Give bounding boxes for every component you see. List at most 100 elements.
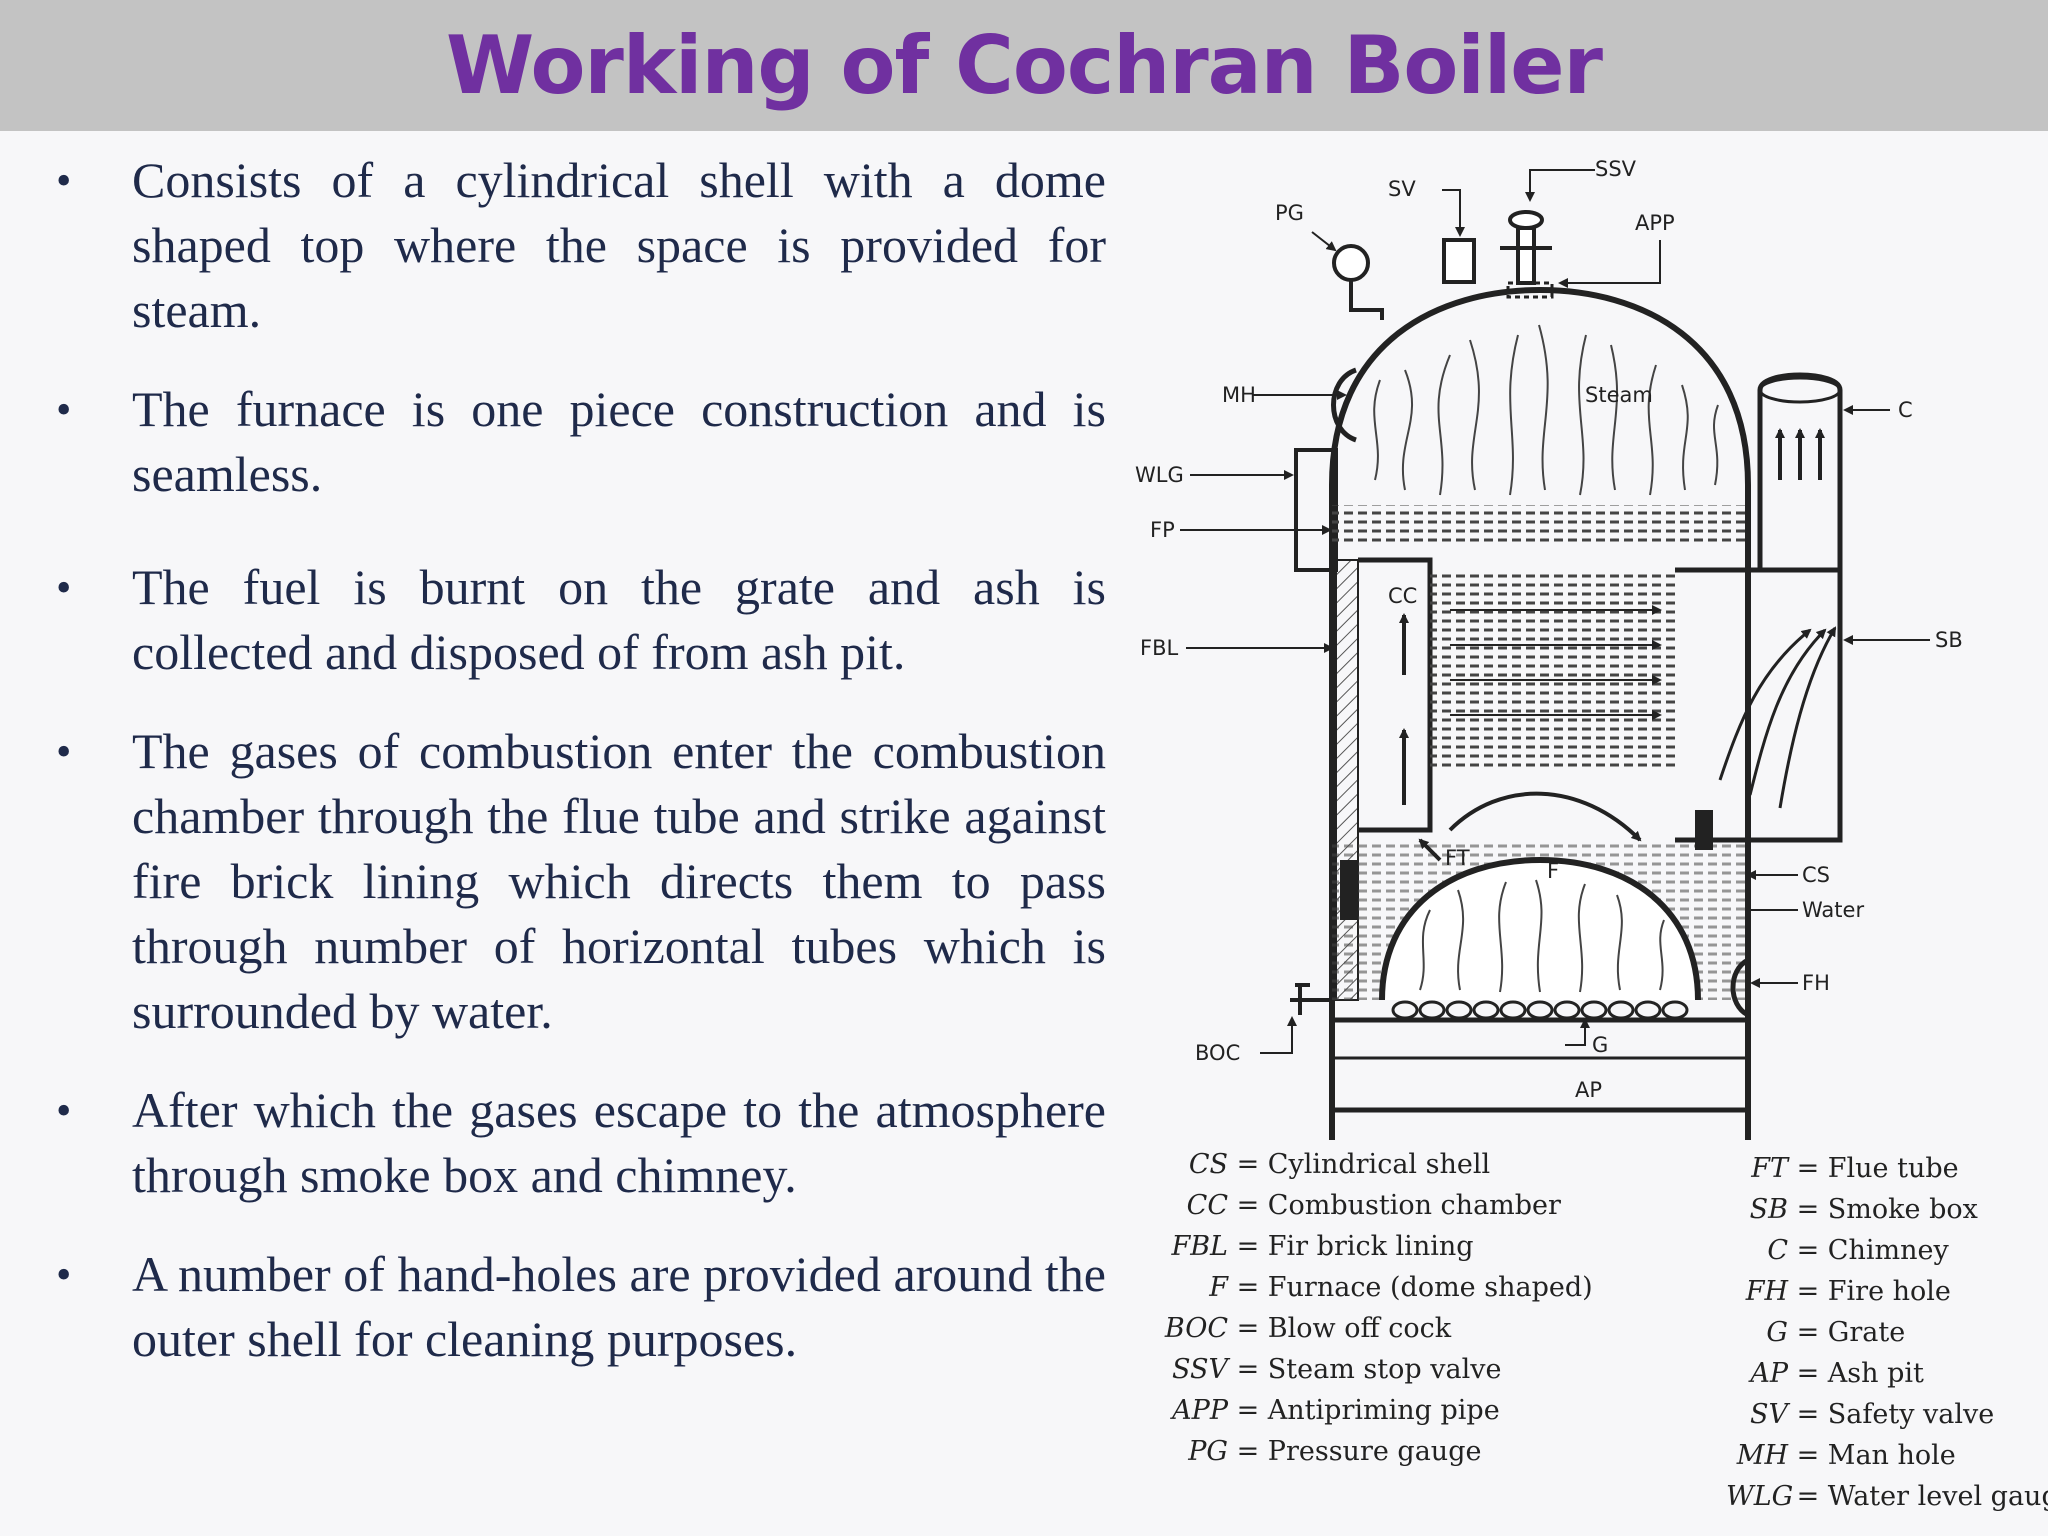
legend-text: Steam stop valve bbox=[1267, 1354, 1502, 1385]
title-bar: Working of Cochran Boiler bbox=[0, 0, 2048, 131]
label-ssv: SSV bbox=[1595, 157, 1637, 181]
legend-item: WLG = Water level gauge bbox=[1726, 1476, 2048, 1517]
legend-text: Fir brick lining bbox=[1267, 1231, 1474, 1262]
label-app: APP bbox=[1635, 211, 1675, 235]
label-cs: CS bbox=[1802, 863, 1830, 887]
steam-space bbox=[1373, 324, 1719, 496]
legend-item: SV = Safety valve bbox=[1726, 1394, 2048, 1435]
bullet-text: Consists of a cylindrical shell with a d… bbox=[132, 152, 1106, 338]
legend-item: FH = Fire hole bbox=[1726, 1271, 2048, 1312]
label-mh: MH bbox=[1222, 383, 1256, 407]
legend-abbr: CC bbox=[1186, 1190, 1228, 1221]
bullet-item: • Consists of a cylindrical shell with a … bbox=[48, 148, 1106, 343]
label-pg: PG bbox=[1275, 201, 1304, 225]
legend-text: Smoke box bbox=[1827, 1194, 1978, 1225]
bullet-item: • The fuel is burnt on the grate and ash … bbox=[48, 555, 1106, 685]
legend-text: Flue tube bbox=[1827, 1153, 1959, 1184]
legend-text: Blow off cock bbox=[1267, 1313, 1452, 1344]
bullet-item: • The furnace is one piece construction a… bbox=[48, 377, 1106, 507]
label-f: F bbox=[1547, 859, 1559, 883]
legend-item: BOC = Blow off cock bbox=[1150, 1308, 1593, 1349]
bullet-text: The fuel is burnt on the grate and ash i… bbox=[132, 559, 1106, 680]
bullet-text: The furnace is one piece construction an… bbox=[132, 381, 1106, 502]
steam-stop-valve bbox=[1508, 210, 1544, 230]
legend-text: Grate bbox=[1827, 1317, 1906, 1348]
legend-text: Cylindrical shell bbox=[1267, 1149, 1491, 1180]
label-fbl: FBL bbox=[1140, 636, 1178, 660]
bullet-item: • After which the gases escape to the atm… bbox=[48, 1078, 1106, 1208]
legend-text: Safety valve bbox=[1827, 1399, 1995, 1430]
legend-item: APP = Antipriming pipe bbox=[1150, 1390, 1593, 1431]
cochran-boiler-diagram: SSV SV PG APP MH Steam C WLG FP CC FBL S… bbox=[1120, 140, 2048, 1536]
legend-item: SSV = Steam stop valve bbox=[1150, 1349, 1593, 1390]
legend-abbr: FBL bbox=[1171, 1231, 1228, 1262]
legend-abbr: SB bbox=[1749, 1194, 1788, 1225]
label-ft: FT bbox=[1445, 846, 1470, 870]
label-water: Water bbox=[1802, 898, 1864, 922]
label-sb: SB bbox=[1935, 628, 1963, 652]
legend-abbr: SV bbox=[1750, 1399, 1788, 1430]
legend-item: MH = Man hole bbox=[1726, 1435, 2048, 1476]
legend-item: FT = Flue tube bbox=[1726, 1148, 2048, 1189]
bullet-item: • The gases of combustion enter the combu… bbox=[48, 719, 1106, 1044]
bullet-text: The gases of combustion enter the combus… bbox=[132, 723, 1106, 1039]
legend-abbr: APP bbox=[1172, 1395, 1228, 1426]
label-wlg: WLG bbox=[1135, 463, 1184, 487]
fire-hole bbox=[1730, 957, 1750, 1018]
legend-item: G = Grate bbox=[1726, 1312, 2048, 1353]
legend-item: CS = Cylindrical shell bbox=[1150, 1144, 1593, 1185]
legend-abbr: PG bbox=[1188, 1436, 1228, 1467]
label-g: G bbox=[1592, 1033, 1608, 1057]
legend-abbr: MH bbox=[1736, 1440, 1788, 1471]
legend-item: FBL = Fir brick lining bbox=[1150, 1226, 1593, 1267]
bullet-text: A number of hand-holes are provided arou… bbox=[132, 1246, 1106, 1367]
horizontal-tubes bbox=[1430, 570, 1675, 770]
legend-abbr: FT bbox=[1751, 1153, 1788, 1184]
label-c: C bbox=[1898, 398, 1913, 422]
label-cc: CC bbox=[1388, 584, 1417, 608]
legend-abbr: WLG bbox=[1726, 1481, 1794, 1512]
legend-text: Furnace (dome shaped) bbox=[1267, 1272, 1593, 1303]
legend-abbr: F bbox=[1209, 1272, 1228, 1303]
grate bbox=[1391, 1000, 1689, 1020]
bullet-text: After which the gases escape to the atmo… bbox=[132, 1082, 1106, 1203]
manhole bbox=[1331, 367, 1358, 443]
legend-abbr: SSV bbox=[1171, 1354, 1228, 1385]
label-boc: BOC bbox=[1195, 1041, 1240, 1065]
label-fh: FH bbox=[1802, 971, 1830, 995]
bullet-item: • A number of hand-holes are provided aro… bbox=[48, 1242, 1106, 1372]
legend-text: Combustion chamber bbox=[1267, 1190, 1561, 1221]
legend-abbr: G bbox=[1766, 1317, 1788, 1348]
legend-item: AP = Ash pit bbox=[1726, 1353, 2048, 1394]
legend-left: CS = Cylindrical shell CC = Combustion c… bbox=[1150, 1144, 1593, 1472]
legend-abbr: FH bbox=[1745, 1276, 1788, 1307]
legend-item: F = Furnace (dome shaped) bbox=[1150, 1267, 1593, 1308]
bullet-list: • Consists of a cylindrical shell with a … bbox=[48, 148, 1106, 1372]
label-ap: AP bbox=[1575, 1078, 1602, 1102]
label-sv: SV bbox=[1388, 177, 1416, 201]
blow-off-cock bbox=[1290, 983, 1332, 1015]
legend-abbr: AP bbox=[1750, 1358, 1788, 1389]
ash-pit bbox=[1329, 1017, 1751, 1113]
label-steam: Steam bbox=[1585, 383, 1653, 407]
legend-text: Water level gauge bbox=[1827, 1481, 2048, 1512]
smoke-box bbox=[1675, 567, 1843, 843]
legend-item: PG = Pressure gauge bbox=[1150, 1431, 1593, 1472]
legend-item: SB = Smoke box bbox=[1726, 1189, 2048, 1230]
bullet-dot: • bbox=[56, 563, 72, 612]
label-fp: FP bbox=[1150, 518, 1175, 542]
bullet-dot: • bbox=[56, 1086, 72, 1135]
bullet-dot: • bbox=[56, 156, 72, 205]
legend-text: Antipriming pipe bbox=[1267, 1395, 1500, 1426]
bullet-dot: • bbox=[56, 385, 72, 434]
legend-text: Pressure gauge bbox=[1267, 1436, 1482, 1467]
safety-valve bbox=[1442, 238, 1476, 284]
bullet-dot: • bbox=[56, 727, 72, 776]
bullet-dot: • bbox=[56, 1250, 72, 1299]
cylindrical-shell bbox=[1329, 286, 1751, 1140]
antipriming-pipe bbox=[1506, 281, 1554, 299]
page-title: Working of Cochran Boiler bbox=[446, 19, 1603, 112]
legend-item: CC = Combustion chamber bbox=[1150, 1185, 1593, 1226]
legend-item: C = Chimney bbox=[1726, 1230, 2048, 1271]
legend-abbr: BOC bbox=[1164, 1313, 1228, 1344]
